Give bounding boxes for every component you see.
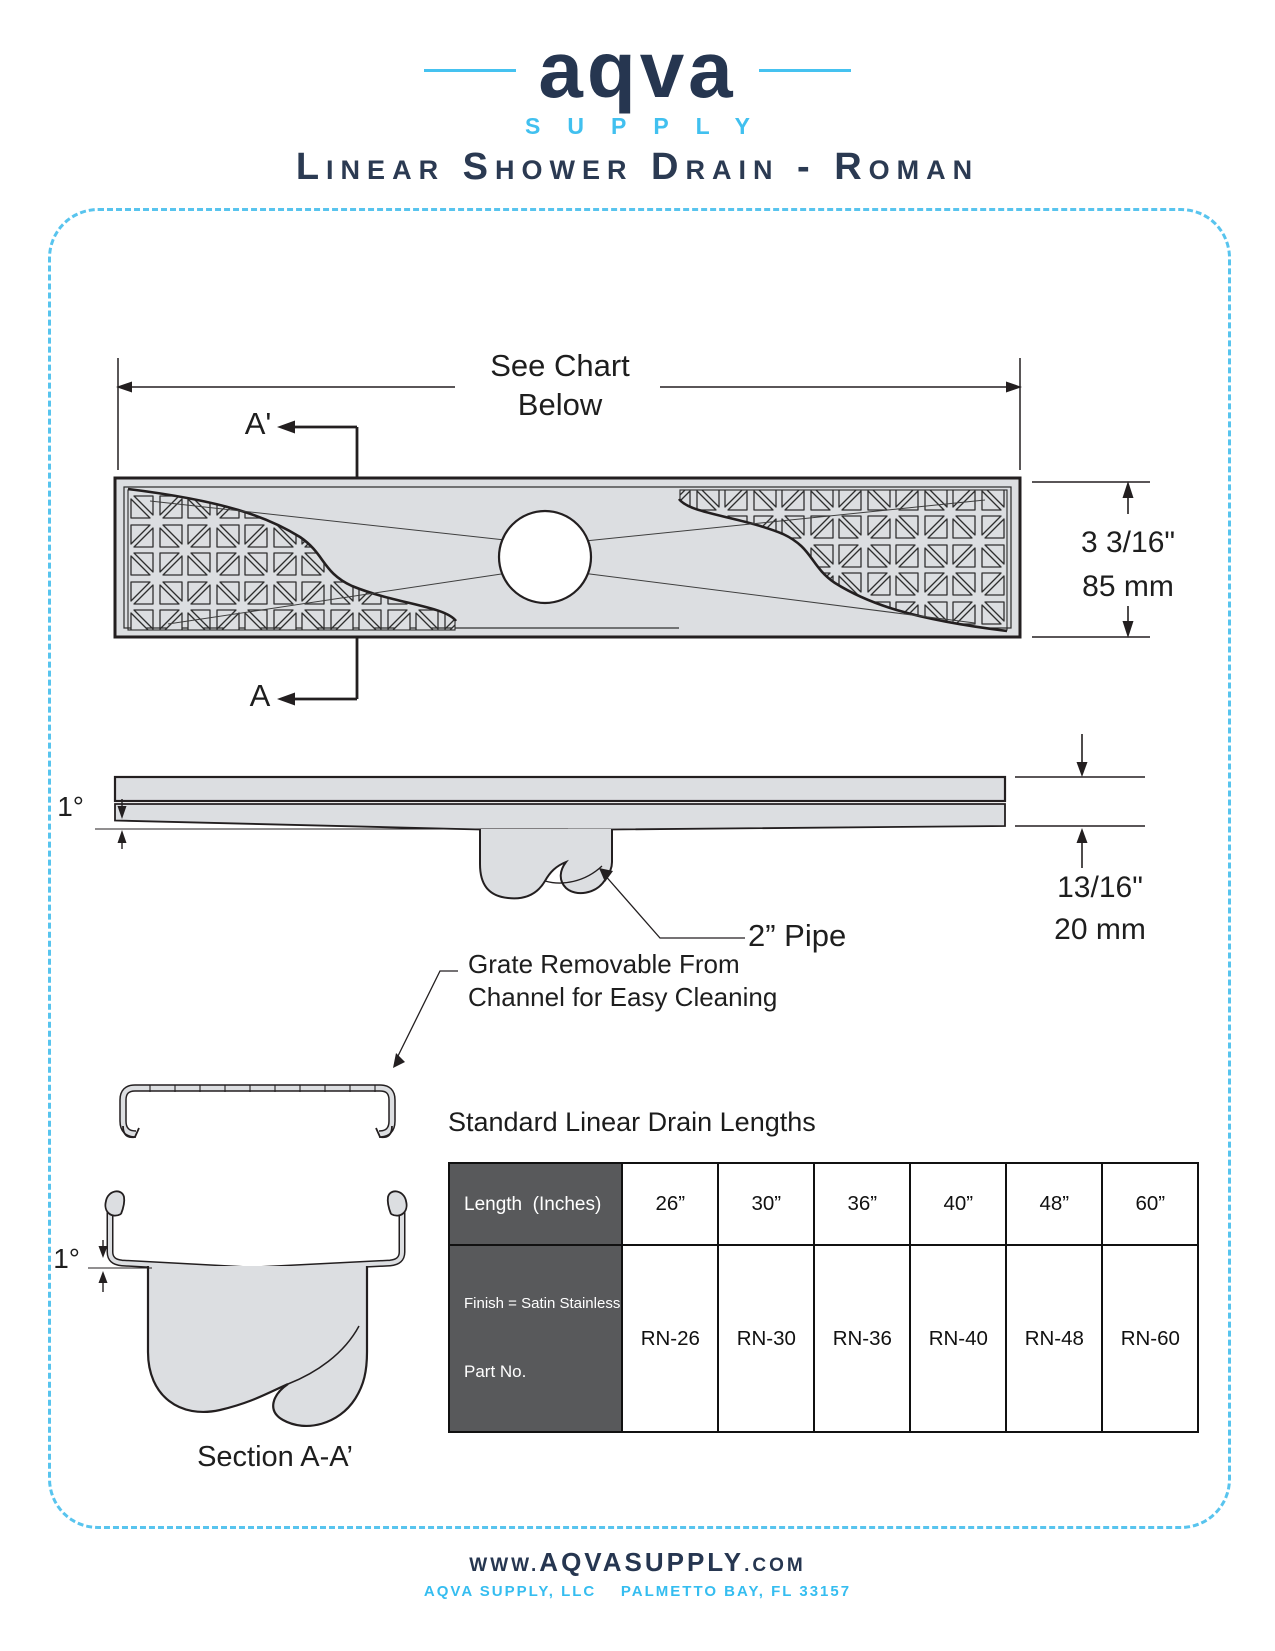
logo-left-line: [424, 68, 517, 72]
part-number-cell: RN-48: [1005, 1244, 1104, 1433]
part-number-cell: RN-36: [813, 1244, 912, 1433]
width-dimension-lines: [1032, 481, 1150, 638]
part-row-header: Finish = Satin Stainless Part No.: [447, 1244, 624, 1433]
table-heading: Standard Linear Drain Lengths: [448, 1107, 816, 1137]
table-row-lengths: Length (Inches) 26” 30” 36” 40” 48” 60”: [447, 1162, 1200, 1246]
depth-dimension-lines: [1015, 734, 1145, 868]
length-cell: 48”: [1005, 1162, 1104, 1246]
page-title: Linear Shower Drain - Roman: [295, 146, 980, 188]
part-number-cell: RN-30: [717, 1244, 816, 1433]
website-suffix: .COM: [744, 1555, 806, 1576]
logo-wordmark: aqva: [538, 25, 737, 114]
grate-pattern-panel: [127, 487, 458, 631]
side-pipe: [480, 829, 612, 899]
length-dim-label-line2: Below: [517, 387, 603, 422]
part-number-cell: RN-26: [621, 1244, 720, 1433]
section-caption: Section A-A’: [197, 1441, 353, 1473]
length-cell: 36”: [813, 1162, 912, 1246]
length-cell: 40”: [909, 1162, 1008, 1246]
grate-profile: [119, 1084, 396, 1138]
table-row-part-numbers: Finish = Satin Stainless Part No. RN-26 …: [447, 1244, 1200, 1433]
length-cell: 30”: [717, 1162, 816, 1246]
depth-dim-mm: 20 mm: [1054, 913, 1146, 946]
grate-slot-ticks: [149, 1085, 376, 1092]
pipe-label: 2” Pipe: [748, 918, 847, 953]
width-dim-inches: 3 3/16": [1080, 526, 1176, 559]
grate-note-line1: Grate Removable From: [468, 949, 740, 979]
website-name: AQVASUPPLY: [539, 1547, 745, 1577]
drain-lengths-table: Length (Inches) 26” 30” 36” 40” 48” 60” …: [447, 1162, 1200, 1433]
depth-dim-inches: 13/16": [1057, 871, 1143, 904]
section-marker-a-prime: A': [244, 406, 272, 441]
part-number-cell: RN-60: [1101, 1244, 1200, 1433]
crease-lines: [149, 499, 986, 625]
width-dim-mm: 85 mm: [1082, 570, 1174, 603]
section-channel: [106, 1200, 406, 1274]
logo-tagline: SUPPLY: [525, 113, 777, 139]
grate-note-line2: Channel for Easy Cleaning: [468, 982, 778, 1012]
length-row-header: Length (Inches): [447, 1162, 624, 1246]
part-number-cell: RN-40: [909, 1244, 1008, 1433]
website-prefix: WWW.: [469, 1555, 540, 1576]
length-cell: 26”: [621, 1162, 720, 1246]
dashed-border-frame: [48, 208, 1231, 1529]
drain-outlet-hole: [497, 509, 593, 605]
section-slope-label: 1°: [53, 1243, 80, 1274]
length-cell: 60”: [1101, 1162, 1200, 1246]
footer-website: WWW.AQVASUPPLY.COM: [0, 1547, 1275, 1578]
section-pipe: [148, 1266, 367, 1426]
side-slope-label: 1°: [57, 791, 84, 822]
brand-logo: aqva: [0, 25, 1275, 114]
section-marker-a: A: [249, 678, 271, 713]
side-channel-body: [114, 803, 1006, 831]
footer-company: AQVA SUPPLY, LLC PALMETTO BAY, FL 33157: [423, 1583, 852, 1600]
length-dimension-lines: [117, 358, 1021, 470]
logo-right-line: [758, 68, 851, 72]
length-dim-label-line1: See Chart: [490, 348, 630, 383]
